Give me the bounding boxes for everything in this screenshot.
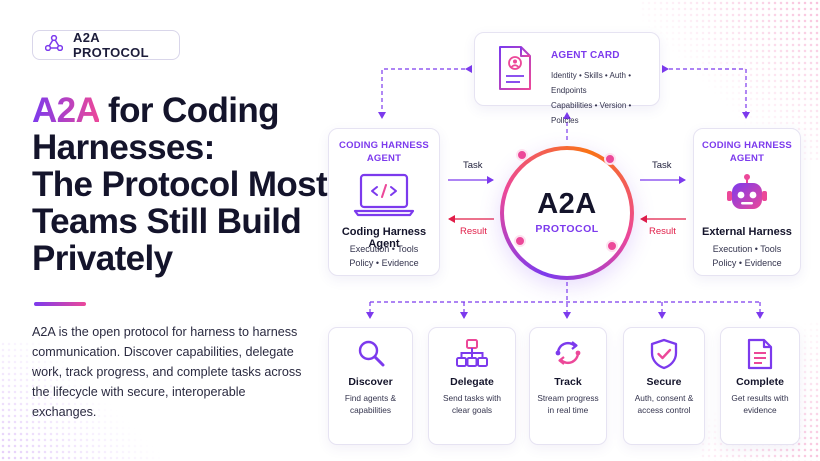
- feature-complete: Complete Get results with evidence: [720, 327, 800, 445]
- title-line-3: The Protocol Most: [32, 165, 328, 204]
- accent-divider: [34, 302, 86, 306]
- agent-card: AGENT CARD Identity • Skills • Auth • En…: [474, 32, 660, 125]
- feature-discover: Discover Find agents & capabilities: [328, 327, 413, 445]
- left-agent-name: Coding Harness Agent: [341, 226, 427, 250]
- feature-description: Stream progress in real time: [534, 392, 602, 416]
- feature-track: Track Stream progress in real time: [529, 327, 607, 445]
- hub-node-dot: [516, 149, 528, 161]
- magnifier-icon: [356, 338, 386, 373]
- agent-card-title: AGENT CARD: [551, 50, 620, 61]
- left-agent-meta: Execution • Tools Policy • Evidence: [329, 242, 439, 270]
- document-lines-icon: [747, 338, 773, 375]
- feature-description: Send tasks with clear goals: [433, 392, 511, 416]
- feature-description-line-1: Stream progress: [537, 393, 599, 403]
- robot-icon: [725, 173, 769, 222]
- right-agent-meta: Execution • Tools Policy • Evidence: [694, 242, 800, 270]
- hub-node-dot: [604, 153, 616, 165]
- title-line-1: A2A for Coding: [32, 92, 322, 129]
- hub-node-dot: [514, 235, 526, 247]
- feature-description-line-2: access control: [637, 405, 691, 415]
- hub-title: A2A: [537, 188, 597, 220]
- title-line-1-rest: for Coding: [98, 91, 280, 130]
- hierarchy-icon: [456, 338, 488, 373]
- feature-description-line-1: Auth, consent &: [634, 393, 694, 403]
- network-nodes-icon: [44, 34, 64, 56]
- right-agent-title-line-1: CODING HARNESS: [702, 140, 792, 151]
- feature-description-line-1: Get results with: [731, 393, 789, 403]
- description-text: A2A is the open protocol for harness to …: [32, 325, 302, 419]
- feature-title: Delegate: [450, 376, 494, 388]
- title-line-4: Teams Still Build: [32, 202, 302, 241]
- hub-node-dot: [606, 240, 618, 252]
- a2a-protocol-hub: A2A PROTOCOL: [500, 146, 634, 280]
- agent-card-meta-line-1: Identity • Skills • Auth • Endpoints: [551, 71, 631, 95]
- left-agent-meta-line-2: Policy • Evidence: [349, 258, 419, 268]
- shield-check-icon: [649, 338, 679, 375]
- feature-description-line-2: in real time: [547, 405, 589, 415]
- laptop-code-icon: [353, 173, 415, 222]
- feature-description: Auth, consent & access control: [628, 392, 700, 416]
- right-result-label: Result: [649, 226, 676, 237]
- left-agent-title-line-1: CODING HARNESS: [339, 140, 429, 151]
- agent-card-meta-line-2: Capabilities • Version • Policies: [551, 101, 632, 125]
- right-agent-meta-line-1: Execution • Tools: [712, 244, 782, 254]
- title-line-2: Harnesses:: [32, 128, 215, 167]
- coding-harness-agent-card: CODING HARNESS AGENT Coding Harness Agen…: [328, 128, 440, 276]
- feature-description: Get results with evidence: [725, 392, 795, 416]
- feature-description-line-1: Send tasks with: [442, 393, 502, 403]
- badge-label: A2A PROTOCOL: [73, 30, 149, 60]
- page-title: A2A for Coding Harnesses: The Protocol M…: [32, 92, 328, 278]
- right-agent-title: CODING HARNESS AGENT: [694, 139, 800, 165]
- right-task-label: Task: [652, 160, 672, 171]
- right-agent-title-line-2: AGENT: [729, 153, 765, 164]
- feature-delegate: Delegate Send tasks with clear goals: [428, 327, 516, 445]
- right-agent-name: External Harness: [702, 226, 792, 238]
- agent-card-meta: Identity • Skills • Auth • Endpoints Cap…: [551, 68, 659, 128]
- left-task-label: Task: [463, 160, 483, 171]
- protocol-badge: A2A PROTOCOL: [32, 30, 180, 60]
- title-line-5: Privately: [32, 239, 173, 278]
- left-agent-title-line-2: AGENT: [366, 153, 402, 164]
- title-accent: A2A: [32, 91, 100, 130]
- external-harness-card: CODING HARNESS AGENT External Harness Ex…: [693, 128, 801, 276]
- hub-subtitle: PROTOCOL: [535, 223, 599, 235]
- feature-description-line-2: evidence: [743, 405, 777, 415]
- feature-title: Discover: [348, 376, 393, 388]
- left-agent-meta-line-1: Execution • Tools: [349, 244, 419, 254]
- feature-title: Secure: [646, 376, 682, 388]
- feature-secure: Secure Auth, consent & access control: [623, 327, 705, 445]
- feature-description-line-2: capabilities: [349, 405, 392, 415]
- left-result-label: Result: [460, 226, 487, 237]
- feature-title: Track: [554, 376, 582, 388]
- cycle-arrows-icon: [553, 338, 583, 373]
- feature-description-line-1: Find agents &: [344, 393, 397, 403]
- profile-document-icon: [497, 45, 533, 96]
- right-agent-meta-line-2: Policy • Evidence: [712, 258, 782, 268]
- left-agent-title: CODING HARNESS AGENT: [329, 139, 439, 165]
- feature-description: Find agents & capabilities: [333, 392, 408, 416]
- feature-description-line-2: clear goals: [451, 405, 493, 415]
- corner-dot-pattern-bottom-left: [0, 341, 160, 461]
- feature-title: Complete: [736, 376, 784, 388]
- hub-inner: A2A PROTOCOL: [504, 150, 630, 276]
